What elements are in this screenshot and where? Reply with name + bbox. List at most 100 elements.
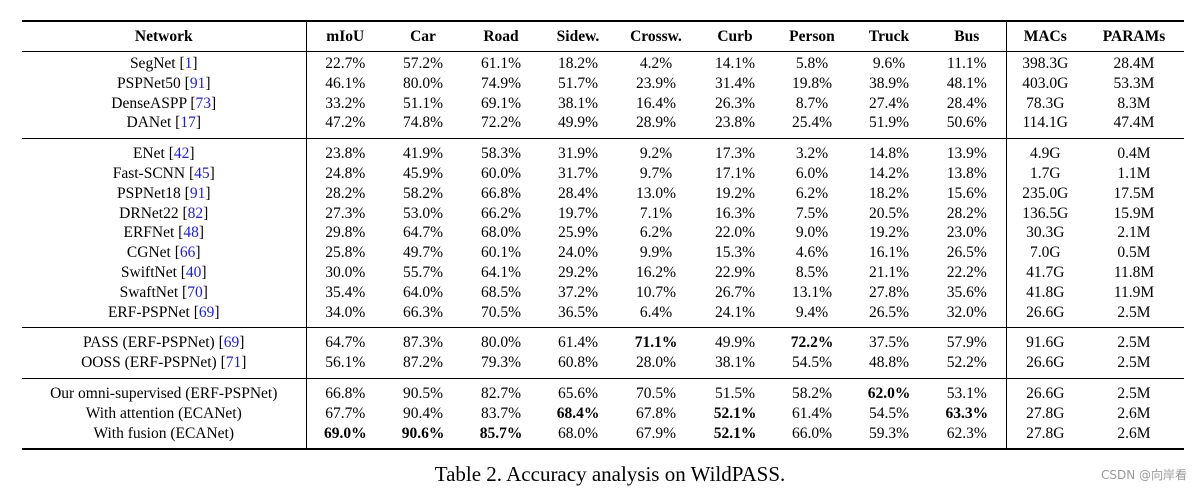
citation-link[interactable]: 71 [225,354,242,372]
table-caption: Table 2. Accuracy analysis on WildPASS. [434,462,786,486]
value: 9.9% [639,244,673,262]
metric-cell: 70.5% [616,378,696,403]
network-name: OOSS (ERF-PSPNet) [81,354,217,372]
citation-link[interactable]: 73 [195,94,212,112]
metric-cell: 17.1% [696,164,774,184]
citation-link[interactable]: 1 [184,55,193,72]
metric-cell: 30.3G [1005,223,1084,244]
metric-cell: 51.9% [850,113,928,138]
value: 61.1% [480,55,522,72]
value: 79.3% [480,354,522,372]
metric-cell: 50.6% [928,113,1006,138]
value: 24.8% [325,164,366,182]
metric-cell: 69.0% [305,423,384,450]
value: 29.8% [325,224,366,242]
citation-link[interactable]: 17 [180,114,196,132]
metric-cell: 14.1% [696,52,774,74]
table-row: SwiftNet [40]30.0%55.7%64.1%29.2%16.2%22… [22,262,1184,283]
value: 62.3% [946,424,987,442]
metric-cell: 136.5G [1005,203,1084,224]
citation-link[interactable]: 82 [187,204,204,222]
metric-cell: 28.2% [928,204,1006,224]
value: 28.0% [635,354,677,372]
value: 13.8% [946,164,987,182]
network-name: ERFNet [123,224,175,242]
metric-cell: 26.7% [696,283,774,303]
value: 7.0G [1029,244,1061,262]
value: 16.2% [635,263,677,281]
value: 16.1% [868,244,910,262]
citation-link[interactable]: 91 [189,74,206,92]
metric-cell: 29.8% [305,223,384,244]
value: 90.5% [402,384,444,402]
value: 51.7% [557,74,599,92]
metric-cell: 52.1% [696,404,774,424]
network-name-cell: SwiftNet [40] [120,263,207,281]
value: 54.5% [868,404,910,422]
value: 23.8% [325,145,366,163]
citation-link[interactable]: 66 [179,244,196,262]
metric-cell: 49.9% [696,328,774,353]
value: 27.3% [325,204,366,222]
metric-cell: 6.0% [774,164,850,184]
table-row: CGNet [66]25.8%49.7%60.1%24.0%9.9%15.3%4… [22,243,1184,263]
metric-cell: 13.8% [928,164,1006,184]
value: 34.0% [325,303,366,321]
citation-link[interactable]: 69 [223,334,240,352]
metric-cell: 58.2% [384,184,462,204]
metric-cell: 22.2% [928,263,1006,283]
metric-cell: 87.2% [384,353,462,378]
value: 64.1% [480,263,522,281]
column-header: Person [774,21,850,52]
value: 26.3% [714,94,756,112]
network-name-cell: PASS (ERF-PSPNet) [69] [83,334,245,352]
value: 17.1% [714,164,756,182]
metric-cell: 27.3% [305,203,384,224]
table-row: DANet [17]47.2%74.8%72.2%49.9%28.9%23.8%… [22,113,1184,139]
citation-link[interactable]: 45 [194,164,210,182]
value: 51.9% [868,114,910,132]
metric-cell: 19.2% [696,184,774,204]
network-name: PSPNet50 [117,74,181,92]
value: 50.6% [946,114,987,132]
value: 41.9% [402,145,444,163]
metric-cell: 46.1% [305,73,384,94]
value: 64.0% [402,283,444,301]
value: 53.1% [946,384,987,402]
citation-link[interactable]: 42 [173,145,190,163]
network-name: Our omni-supervised (ERF-PSPNet) [50,384,278,402]
metric-cell: 29.2% [540,263,616,283]
value: 46.1% [325,74,366,92]
citation-link[interactable]: 48 [183,224,199,242]
citation-link[interactable]: 91 [189,184,206,202]
value: 38.1% [557,94,599,112]
network-name-cell: DANet [17] [126,114,202,132]
value: 33.2% [325,94,366,112]
metric-cell: 60.8% [540,353,616,378]
value: 70.5% [480,303,522,321]
value: 3.2% [795,145,829,163]
network-name-cell: PSPNet18 [91] [117,184,211,202]
metric-cell: 22.7% [305,51,384,74]
metric-cell: 54.5% [850,404,928,424]
value: 20.5% [868,204,910,222]
metric-cell: 8.3M [1084,94,1184,114]
metric-cell: 11.1% [928,52,1006,74]
citation-link[interactable]: 70 [187,283,203,301]
citation-link[interactable]: 69 [198,303,215,321]
metric-cell: 27.8G [1005,403,1084,424]
citation-link[interactable]: 40 [185,263,202,281]
value: 11.1% [947,55,987,72]
value: 35.4% [325,283,366,301]
metric-cell: 80.0% [462,328,540,353]
value: 11.8M [1113,263,1155,281]
metric-cell: 48.1% [928,74,1006,94]
value: 21.1% [868,263,910,281]
network-name-cell: ERF-PSPNet [69] [107,303,220,321]
network-name: DRNet22 [119,204,179,222]
value: 32.0% [946,303,987,321]
metric-cell: 26.5% [928,243,1006,263]
value: 26.6G [1026,303,1065,321]
metric-cell: 26.6G [1005,302,1084,328]
value: 55.7% [402,263,444,281]
